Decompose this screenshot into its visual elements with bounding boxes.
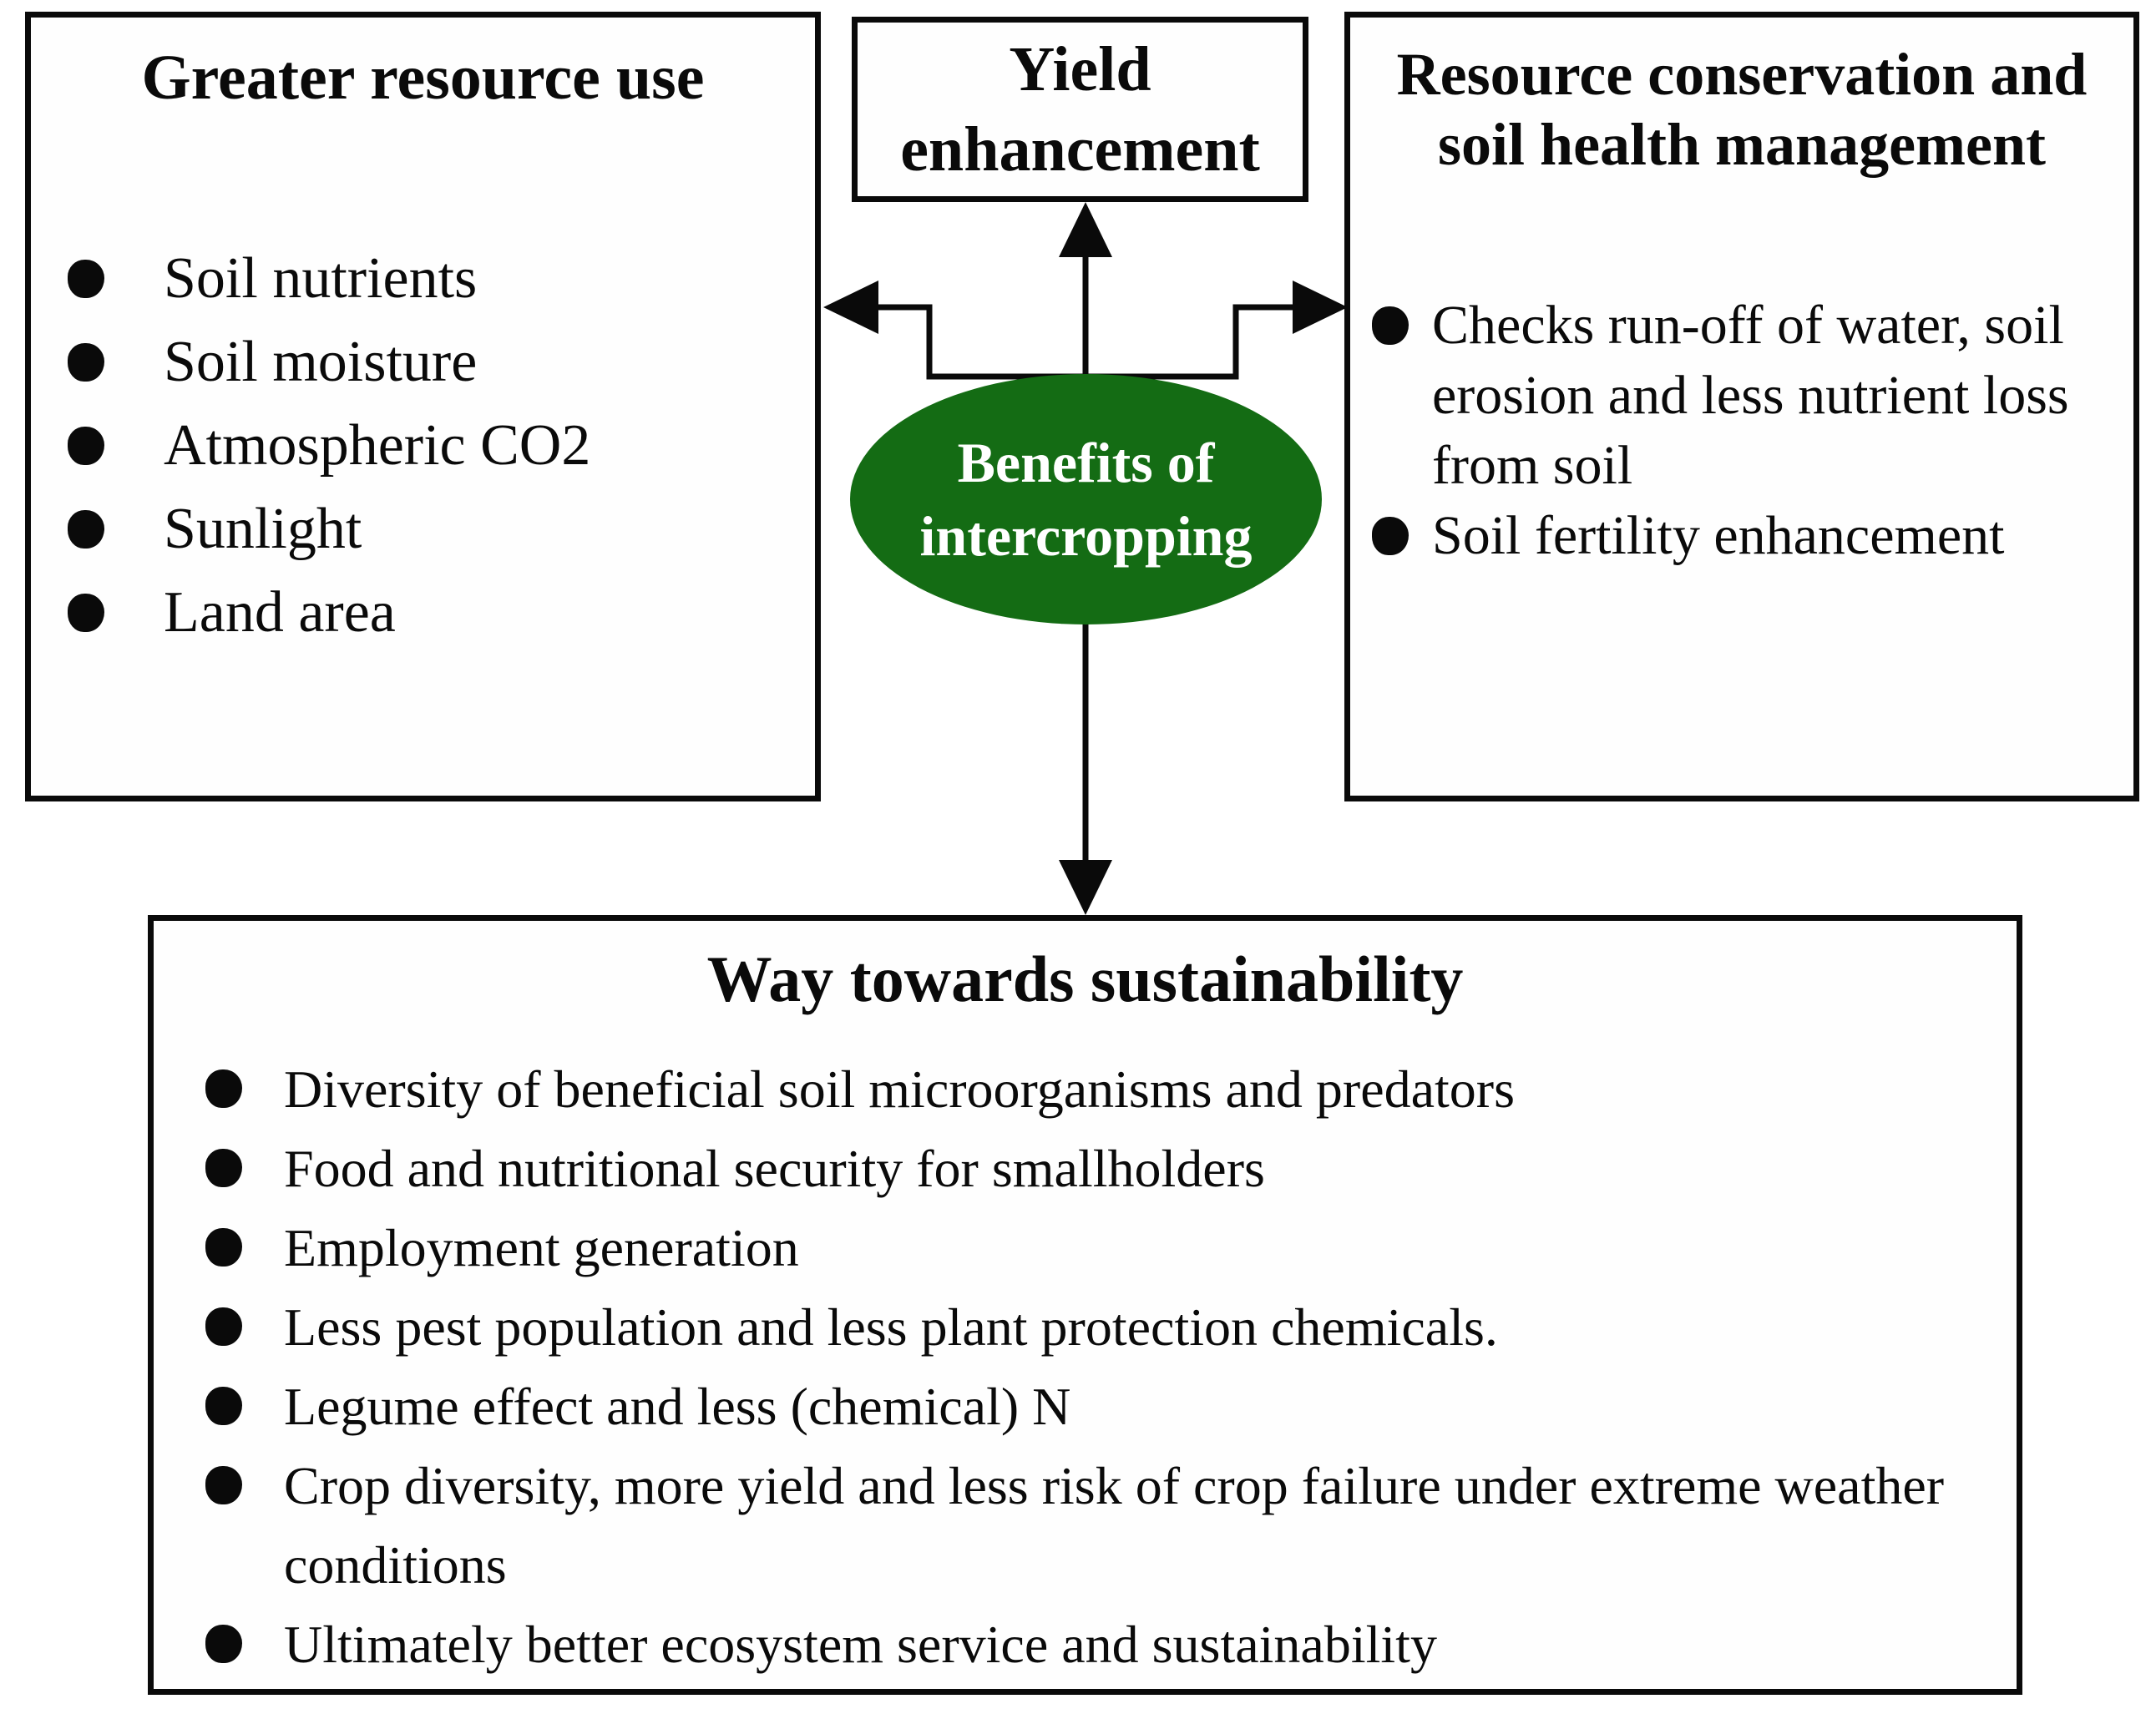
benefits-ellipse: Benefits of intercropping [850,374,1322,624]
list-item: Food and nutritional security for smallh… [205,1129,2017,1208]
bullet-icon [68,260,104,298]
greater-resource-use-list: Soil nutrients Soil moisture Atmospheric… [31,248,815,644]
list-item-label: Atmospheric CO2 [164,413,591,478]
bullet-icon [205,1228,242,1267]
list-item: Legume effect and less (chemical) N [205,1367,2017,1446]
resource-conservation-list: Checks run-off of water, soil erosion an… [1350,291,2133,571]
list-item-label: Crop diversity, more yield and less risk… [284,1456,1945,1595]
resource-conservation-title: Resource conservation and soil health ma… [1396,41,2088,178]
list-item: Crop diversity, more yield and less risk… [205,1446,2017,1605]
arrow-to-sustainability [1059,623,1112,915]
list-item-label: Less pest population and less plant prot… [284,1297,1498,1357]
list-item: Ultimately better ecosystem service and … [205,1605,2017,1684]
list-item: Employment generation [205,1208,2017,1287]
list-item: Soil nutrients [68,248,815,310]
resource-conservation-box: Resource conservation and soil health ma… [1344,12,2139,801]
list-item-label: Soil nutrients [164,246,478,311]
bullet-icon [205,1387,242,1425]
greater-resource-use-box: Greater resource use Soil nutrients Soil… [25,12,821,801]
list-item-label: Ultimately better ecosystem service and … [284,1615,1437,1674]
list-item-label: Employment generation [284,1218,799,1277]
greater-resource-use-title: Greater resource use [141,43,705,113]
benefits-ellipse-label: Benefits of intercropping [919,431,1253,568]
yield-enhancement-box: Yield enhancement [852,17,1308,202]
bullet-icon [68,343,104,382]
list-item-label: Soil moisture [164,330,478,394]
list-item: Land area [68,582,815,644]
bullet-icon [205,1466,242,1504]
list-item-label: Food and nutritional security for smallh… [284,1139,1265,1198]
way-towards-sustainability-title: Way towards sustainability [706,943,1464,1015]
list-item: Soil moisture [68,331,815,393]
bullet-icon [205,1307,242,1346]
bullet-icon [1372,306,1409,345]
list-item: Sunlight [68,498,815,560]
bullet-icon [68,427,104,465]
list-item: Checks run-off of water, soil erosion an… [1372,291,2133,501]
list-item-label: Sunlight [164,497,362,561]
list-item-label: Soil fertility enhancement [1432,505,2005,566]
bullet-icon [1372,517,1409,555]
arrow-to-side-boxes [823,281,1348,380]
bullet-icon [205,1069,242,1108]
list-item-label: Land area [164,580,396,645]
yield-enhancement-title: Yield enhancement [900,34,1260,185]
list-item-label: Checks run-off of water, soil erosion an… [1432,295,2069,496]
list-item: Soil fertility enhancement [1372,501,2133,571]
bullet-icon [205,1625,242,1663]
bullet-icon [205,1149,242,1187]
arrow-to-yield-enhancement [1059,202,1112,377]
list-item: Less pest population and less plant prot… [205,1287,2017,1367]
way-towards-sustainability-list: Diversity of beneficial soil microorgani… [154,1049,2017,1684]
list-item: Diversity of beneficial soil microorgani… [205,1049,2017,1129]
bullet-icon [68,594,104,632]
list-item-label: Legume effect and less (chemical) N [284,1377,1071,1436]
way-towards-sustainability-box: Way towards sustainability Diversity of … [148,915,2022,1695]
list-item-label: Diversity of beneficial soil microorgani… [284,1059,1515,1119]
bullet-icon [68,510,104,549]
list-item: Atmospheric CO2 [68,415,815,477]
